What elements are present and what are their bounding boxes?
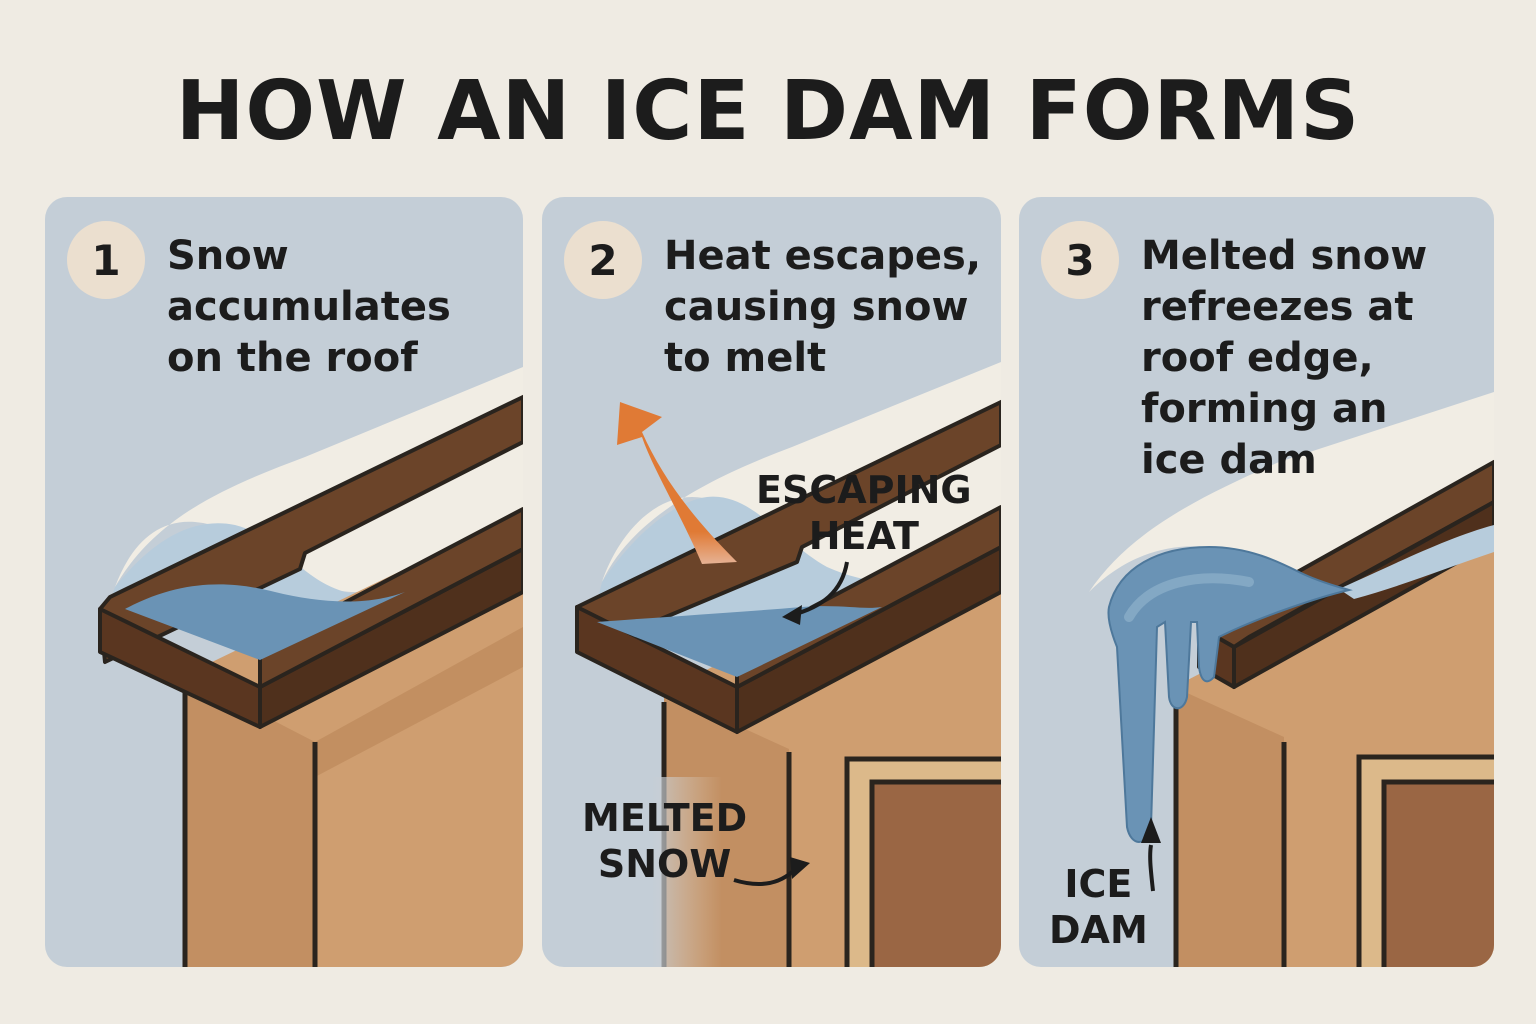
step-description: Heat escapes, causing snow to melt — [664, 233, 982, 381]
step-number-badge: 2 — [564, 221, 642, 299]
ice-dam-illustration — [1089, 392, 1494, 967]
step-description: Snow accumulates on the roof — [167, 233, 451, 381]
ice-dam-label: ICE DAM — [1049, 862, 1148, 952]
step-panel-2: 2 Heat escapes, causing snow to melt ESC… — [542, 197, 1001, 967]
melted-snow-label: MELTED SNOW — [582, 796, 748, 886]
step-number-badge: 3 — [1041, 221, 1119, 299]
roof-snow-illustration — [98, 367, 523, 967]
heat-escape-illustration — [575, 362, 1001, 967]
page-title: HOW AN ICE DAM FORMS — [175, 64, 1361, 159]
escaping-heat-label: ESCAPING HEAT — [756, 468, 972, 558]
step-description: Melted snow refreezes at roof edge, form… — [1141, 233, 1428, 483]
step-number-badge: 1 — [67, 221, 145, 299]
step-panel-1: 1 Snow accumulates on the roof — [45, 197, 523, 967]
step-panel-3: 3 Melted snow refreezes at roof edge, fo… — [1019, 197, 1494, 967]
